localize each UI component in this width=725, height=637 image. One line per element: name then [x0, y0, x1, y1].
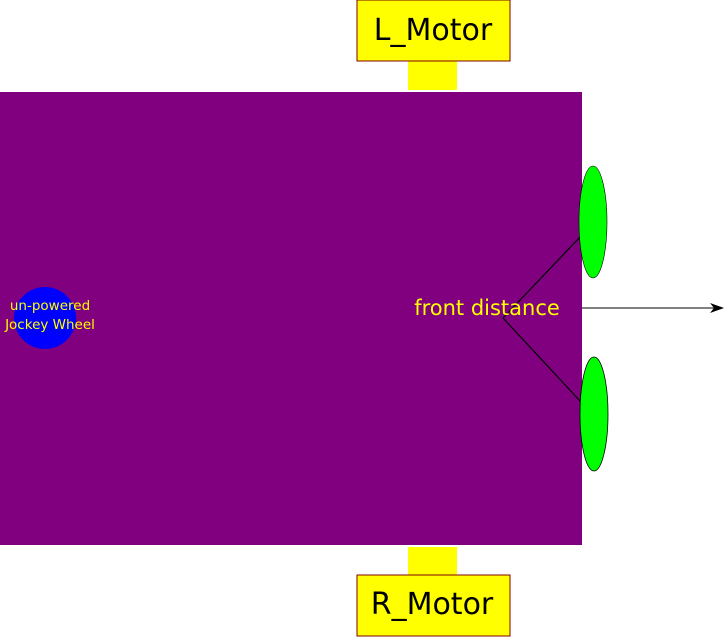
sensor-ray-lower [502, 317, 582, 403]
right-motor-shaft [408, 547, 457, 575]
left-motor-box [356, 0, 511, 62]
chassis [0, 92, 582, 545]
left-motor-label: L_Motor [374, 13, 493, 48]
right-motor-box [356, 574, 511, 637]
left-motor-shaft [408, 61, 457, 90]
front-distance-label: front distance [414, 296, 560, 320]
jockey-wheel-label-line1: un-powered [10, 298, 90, 314]
jockey-wheel-label-line2: Jockey Wheel [4, 317, 95, 333]
right-motor-label: R_Motor [371, 587, 494, 622]
sensor-ray-upper [502, 235, 582, 319]
jockey-wheel [14, 287, 76, 349]
sensor-eye-lower [579, 356, 609, 472]
sensor-eye-upper [578, 165, 608, 279]
